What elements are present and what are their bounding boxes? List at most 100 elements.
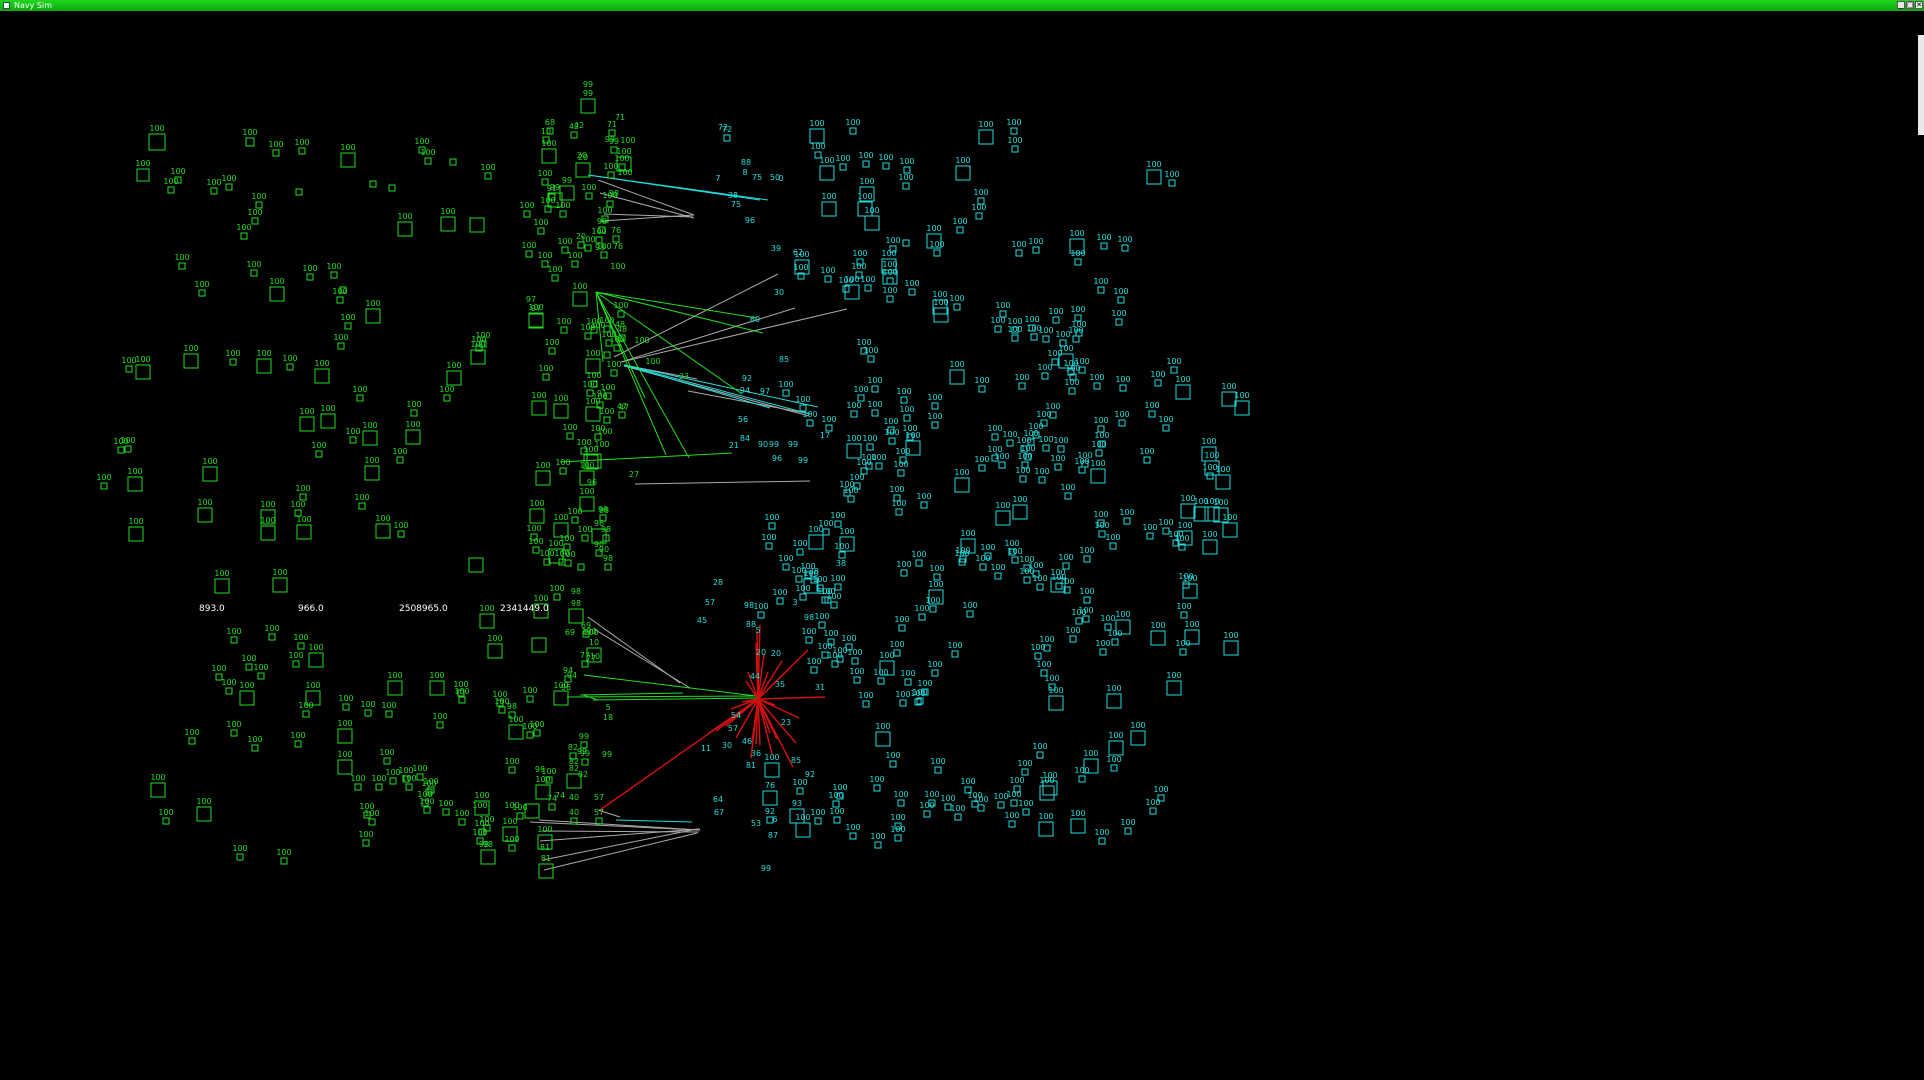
green-unit-marker[interactable] — [442, 808, 450, 816]
green-unit-marker[interactable] — [570, 817, 578, 825]
cyan-unit-marker[interactable] — [1149, 807, 1157, 815]
cyan-unit-marker[interactable] — [984, 552, 992, 560]
cyan-unit-marker[interactable] — [1032, 570, 1040, 578]
cyan-unit-marker[interactable] — [1063, 586, 1071, 594]
green-unit-marker[interactable] — [375, 783, 383, 791]
green-unit-marker[interactable] — [516, 812, 524, 820]
cyan-unit-marker[interactable] — [1011, 556, 1019, 564]
green-unit-marker[interactable] — [364, 709, 372, 717]
green-unit-marker[interactable] — [596, 401, 604, 409]
cyan-unit-marker[interactable] — [995, 510, 1011, 526]
green-unit-marker[interactable] — [548, 548, 564, 564]
cyan-unit-marker[interactable] — [1024, 453, 1032, 461]
cyan-unit-marker[interactable] — [849, 127, 857, 135]
cyan-unit-marker[interactable] — [1032, 246, 1040, 254]
green-unit-marker[interactable] — [541, 178, 549, 186]
green-unit-marker[interactable] — [548, 347, 556, 355]
cyan-unit-marker[interactable] — [900, 396, 908, 404]
green-unit-marker[interactable] — [474, 800, 490, 816]
cyan-unit-marker[interactable] — [906, 433, 914, 441]
green-unit-marker[interactable] — [458, 818, 466, 826]
green-unit-marker[interactable] — [365, 308, 381, 324]
cyan-unit-marker[interactable] — [839, 163, 847, 171]
cyan-unit-marker[interactable] — [846, 443, 862, 459]
cyan-unit-marker[interactable] — [1180, 503, 1196, 519]
green-unit-marker[interactable] — [198, 289, 206, 297]
green-unit-marker[interactable] — [581, 534, 589, 542]
cyan-unit-marker[interactable] — [1081, 460, 1089, 468]
green-unit-marker[interactable] — [528, 312, 544, 328]
green-unit-marker[interactable] — [418, 146, 426, 154]
cyan-unit-marker[interactable] — [1048, 695, 1064, 711]
cyan-unit-marker[interactable] — [977, 197, 985, 205]
green-unit-marker[interactable] — [526, 695, 534, 703]
cyan-unit-marker[interactable] — [842, 285, 850, 293]
cyan-unit-marker[interactable] — [764, 762, 780, 778]
cyan-unit-marker[interactable] — [933, 573, 941, 581]
cyan-unit-marker[interactable] — [997, 801, 1005, 809]
cyan-unit-marker[interactable] — [1119, 384, 1127, 392]
cyan-unit-marker[interactable] — [958, 558, 966, 566]
green-unit-marker[interactable] — [564, 559, 572, 567]
cyan-unit-marker[interactable] — [864, 215, 880, 231]
green-unit-marker[interactable] — [389, 777, 397, 785]
green-unit-marker[interactable] — [330, 271, 338, 279]
cyan-unit-marker[interactable] — [905, 440, 921, 456]
green-unit-marker[interactable] — [553, 690, 569, 706]
cyan-unit-marker[interactable] — [929, 605, 937, 613]
cyan-unit-marker[interactable] — [1162, 424, 1170, 432]
cyan-unit-marker[interactable] — [797, 272, 805, 280]
cyan-unit-marker[interactable] — [1049, 411, 1057, 419]
cyan-unit-marker[interactable] — [1074, 258, 1082, 266]
green-unit-marker[interactable] — [245, 663, 253, 671]
cyan-unit-marker[interactable] — [1146, 169, 1162, 185]
cyan-unit-marker[interactable] — [1215, 474, 1231, 490]
green-unit-marker[interactable] — [315, 450, 323, 458]
cyan-unit-marker[interactable] — [1154, 379, 1162, 387]
green-unit-marker[interactable] — [320, 413, 336, 429]
green-unit-marker[interactable] — [268, 633, 276, 641]
cyan-unit-marker[interactable] — [1201, 446, 1217, 462]
cyan-unit-marker[interactable] — [836, 792, 844, 800]
green-unit-marker[interactable] — [416, 773, 424, 781]
green-unit-marker[interactable] — [368, 818, 376, 826]
cyan-unit-marker[interactable] — [865, 462, 873, 470]
cyan-unit-marker[interactable] — [782, 563, 790, 571]
green-unit-marker[interactable] — [305, 690, 321, 706]
cyan-unit-marker[interactable] — [839, 536, 855, 552]
green-unit-marker[interactable] — [604, 563, 612, 571]
cyan-unit-marker[interactable] — [887, 426, 895, 434]
green-unit-marker[interactable] — [508, 844, 516, 852]
cyan-unit-marker[interactable] — [977, 804, 985, 812]
green-unit-marker[interactable] — [586, 647, 602, 663]
green-unit-marker[interactable] — [580, 447, 588, 455]
cyan-unit-marker[interactable] — [796, 787, 804, 795]
cyan-unit-marker[interactable] — [1182, 583, 1198, 599]
green-unit-marker[interactable] — [598, 226, 606, 234]
cyan-unit-marker[interactable] — [782, 389, 790, 397]
green-unit-marker[interactable] — [603, 325, 611, 333]
cyan-unit-marker[interactable] — [856, 258, 864, 266]
cyan-unit-marker[interactable] — [1193, 506, 1209, 522]
cyan-unit-marker[interactable] — [866, 443, 874, 451]
cyan-unit-marker[interactable] — [1098, 530, 1106, 538]
cyan-unit-marker[interactable] — [1082, 615, 1090, 623]
green-unit-marker[interactable] — [595, 817, 603, 825]
green-unit-marker[interactable] — [475, 344, 483, 352]
cyan-unit-marker[interactable] — [808, 534, 824, 550]
cyan-unit-marker[interactable] — [867, 355, 875, 363]
cyan-unit-marker[interactable] — [902, 239, 910, 247]
cyan-unit-marker[interactable] — [1011, 145, 1019, 153]
green-unit-marker[interactable] — [470, 349, 486, 365]
green-unit-marker[interactable] — [575, 162, 591, 178]
green-unit-marker[interactable] — [583, 454, 599, 470]
green-unit-marker[interactable] — [364, 465, 380, 481]
cyan-unit-marker[interactable] — [1118, 419, 1126, 427]
green-unit-marker[interactable] — [571, 516, 579, 524]
cyan-unit-marker[interactable] — [1058, 353, 1074, 369]
green-unit-marker[interactable] — [577, 241, 585, 249]
green-unit-marker[interactable] — [440, 216, 456, 232]
green-unit-marker[interactable] — [251, 744, 259, 752]
green-unit-marker[interactable] — [188, 737, 196, 745]
cyan-unit-marker[interactable] — [853, 676, 861, 684]
